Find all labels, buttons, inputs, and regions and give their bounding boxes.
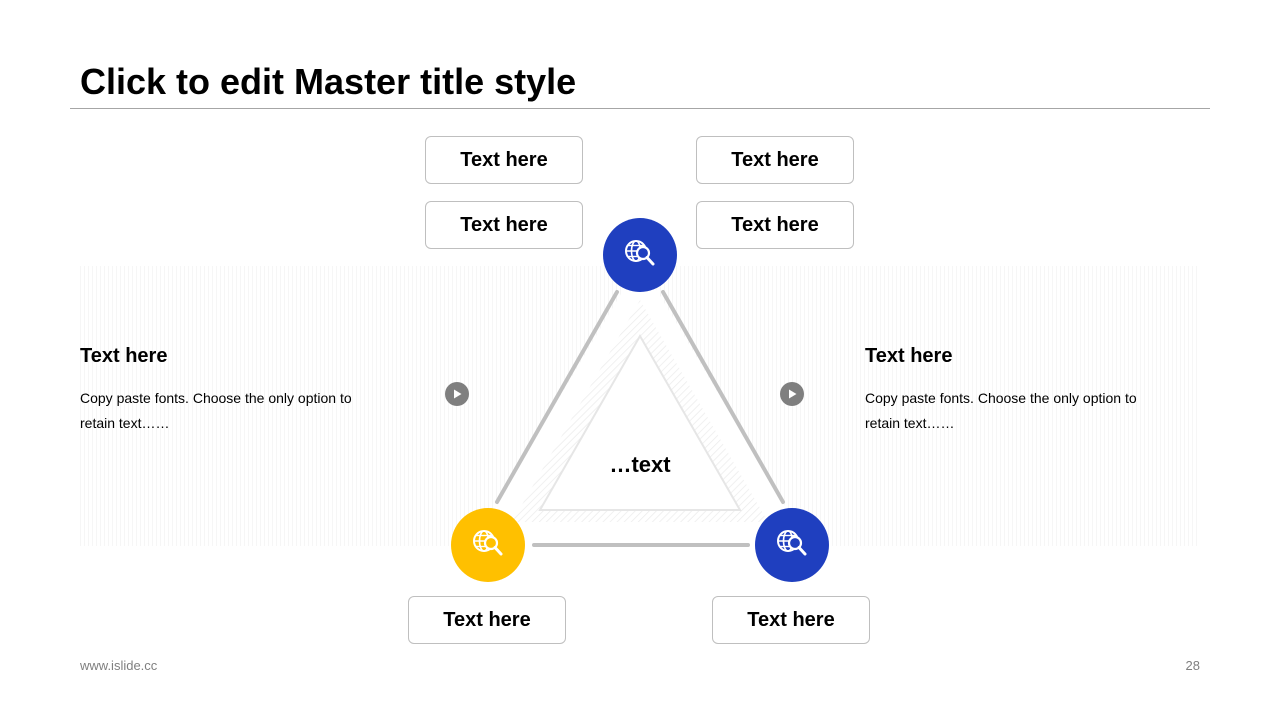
label-box-bottom-left: Text here (408, 596, 566, 644)
node-top (603, 218, 677, 292)
label-box-top-right-2: Text here (696, 201, 854, 249)
globe-search-icon (473, 530, 503, 556)
right-panel-heading: Text here (865, 345, 953, 367)
center-text: …text (609, 452, 671, 477)
footer-website: www.islide.cc (80, 658, 158, 673)
title-divider (70, 108, 1210, 109)
connector-left (495, 290, 619, 504)
label-box-bottom-right: Text here (712, 596, 870, 644)
inner-triangle (538, 333, 742, 511)
label-box-top-right-1: Text here (696, 136, 854, 184)
left-panel-body: Copy paste fonts. Choose the only option… (80, 390, 352, 431)
node-bottom-right (755, 508, 829, 582)
globe-search-icon (777, 530, 807, 556)
left-panel-heading: Text here (80, 345, 168, 367)
connector-right (661, 290, 785, 504)
slide-title: Click to edit Master title style (80, 61, 577, 102)
label-box-top-left-1: Text here (425, 136, 583, 184)
play-button-left[interactable] (445, 382, 469, 406)
node-bottom-left (451, 508, 525, 582)
play-button-right[interactable] (780, 382, 804, 406)
play-icon (454, 389, 462, 399)
right-panel-body: Copy paste fonts. Choose the only option… (865, 390, 1137, 431)
page-number: 28 (1185, 658, 1200, 673)
play-icon (789, 389, 797, 399)
globe-search-icon (625, 240, 655, 266)
label-box-top-left-2: Text here (425, 201, 583, 249)
